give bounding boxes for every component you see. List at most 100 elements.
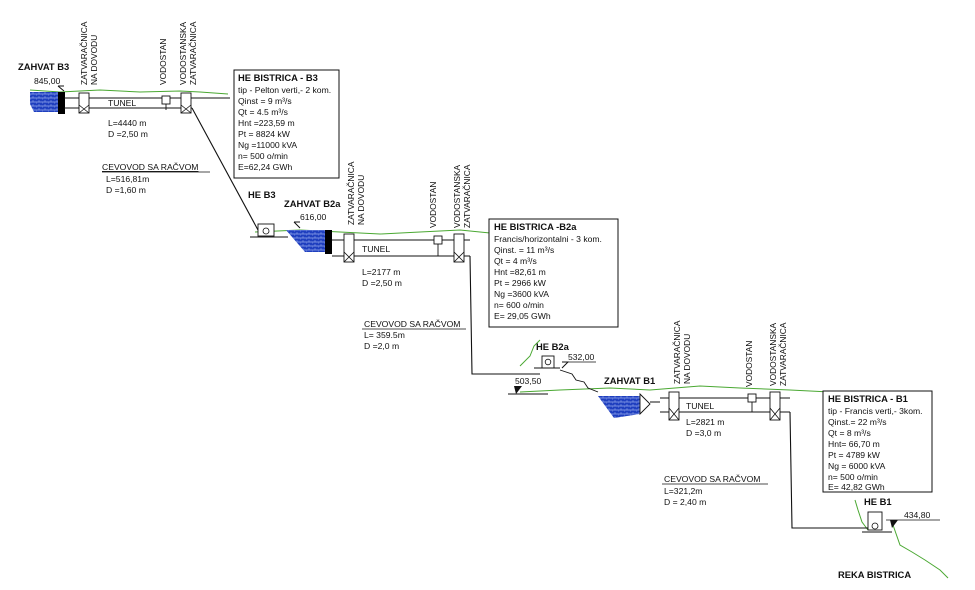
info-b2a-line: Qinst. = 11 m³/s [494, 245, 554, 255]
plant-b1-powerhouse-icon [862, 511, 892, 533]
gate-surge-b2a: VODOSTANSKA ZATVARAČNICA [452, 164, 472, 263]
surge-tank-b1: VODOSTAN [744, 341, 757, 412]
info-b1-line: Qinst.= 22 m³/s [828, 417, 887, 427]
info-b3-line: Ng =11000 kVA [238, 140, 297, 150]
gate-intake-b2a: ZATVARAČNICA NA DOVODU [343, 161, 366, 263]
gate-intake-b3-label-2: NA DOVODU [89, 35, 99, 85]
tunnel-b1-diameter: D =3,0 m [686, 428, 721, 438]
surge-tank-b2a-label: VODOSTAN [428, 182, 438, 228]
gate-surge-b3-label-1: VODOSTANSKA [178, 21, 188, 85]
plant-b3-label: HE B3 [248, 189, 276, 200]
info-b3-line: Qinst = 9 m³/s [238, 96, 292, 106]
intake-b2a-reservoir-water [286, 230, 326, 252]
plant-b1-label: HE B1 [864, 496, 892, 507]
gate-intake-b2a-label-1: ZATVARAČNICA [346, 161, 356, 225]
penstock-b3-length: L=516,81m [106, 174, 149, 184]
tunnel-b3-length: L=4440 m [108, 118, 146, 128]
gate-intake-b1-label-2: NA DOVODU [682, 334, 692, 384]
info-b1-line: Pt = 4789 kW [828, 450, 881, 460]
gate-surge-b1-label-1: VODOSTANSKA [768, 322, 778, 386]
plant-b2a-label: HE B2a [536, 341, 570, 352]
info-box-b2a: HE BISTRICA -B2a Francis/horizontalni - … [488, 218, 619, 328]
info-b3-line: Pt = 8824 kW [238, 129, 291, 139]
gate-surge-b3: VODOSTANSKA ZATVARAČNICA [178, 21, 198, 114]
info-b2a-line: Ng =3600 kVA [494, 289, 549, 299]
intake-b2a-dam-block [325, 230, 332, 254]
tunnel-b1-length: L=2821 m [686, 417, 724, 427]
penstock-b1-length: L=321,2m [664, 486, 702, 496]
info-b3-title: HE BISTRICA - B3 [238, 72, 318, 83]
penstock-b2a-diameter: D =2,0 m [364, 341, 399, 351]
tunnel-b1-label: TUNEL [686, 401, 714, 411]
gate-intake-b2a-label-2: NA DOVODU [356, 175, 366, 225]
info-b2a-line: Pt = 2966 kW [494, 278, 547, 288]
tunnel-b3-label: TUNEL [108, 98, 136, 108]
info-box-b1: HE BISTRICA - B1 tip - Francis verti,- 3… [822, 390, 933, 493]
intake-b3-elevation: 845,00 [34, 76, 61, 86]
info-b1-line: Qt = 8 m³/s [828, 428, 871, 438]
tunnel-b2a-length: L=2177 m [362, 267, 400, 277]
info-b1-line: Ng = 6000 kVA [828, 461, 886, 471]
info-b1-title: HE BISTRICA - B1 [828, 393, 908, 404]
intake-b2a-label: ZAHVAT B2a [284, 198, 341, 209]
info-b2a-line: Francis/horizontalni - 3 kom. [494, 234, 602, 244]
gate-surge-b1: VODOSTANSKA ZATVARAČNICA [768, 322, 788, 421]
gate-intake-b3-label-1: ZATVARAČNICA [79, 21, 89, 85]
intake-b3-dam-block [58, 92, 65, 114]
intake-b1-label: ZAHVAT B1 [604, 375, 655, 386]
penstock-b2a-line [469, 255, 540, 375]
section-b2a: ZAHVAT B2a 616,00 ZATVARAČNICA NA DOVODU… [284, 161, 619, 395]
penstock-b3-line [191, 107, 259, 231]
surge-tank-b3-label: VODOSTAN [158, 39, 168, 85]
gate-intake-b3: ZATVARAČNICA NA DOVODU [78, 21, 99, 114]
penstock-b2a-label: CEVOVOD SA RAČVOM [364, 319, 460, 329]
plant-b2a-elevation: 503,50 [515, 376, 542, 386]
info-b1-line: n= 500 o/min [828, 472, 878, 482]
plant-b1-elevation: 434,80 [904, 510, 931, 520]
info-b3-line: E=62,24 GWh [238, 162, 292, 172]
penstock-b3-diameter: D =1,60 m [106, 185, 146, 195]
gate-surge-b2a-label-1: VODOSTANSKA [452, 164, 462, 228]
info-b1-line: Hnt= 66,70 m [828, 439, 880, 449]
intake-b2a-elevation: 616,00 [300, 212, 327, 222]
tunnel-b2a-label: TUNEL [362, 244, 390, 254]
gate-surge-b2a-label-2: ZATVARAČNICA [462, 164, 472, 228]
penstock-b1-label: CEVOVOD SA RAČVOM [664, 474, 760, 484]
info-b3-line: Hnt =223,59 m [238, 118, 295, 128]
intake-b1-elevation: 532,00 [568, 352, 595, 362]
penstock-b3-label: CEVOVOD SA RAČVOM [102, 162, 198, 172]
info-b2a-line: n= 600 o/min [494, 300, 544, 310]
intake-b3-elevation-marker [57, 85, 65, 92]
surge-tank-b2a: VODOSTAN [428, 182, 443, 256]
gate-intake-b1: ZATVARAČNICA NA DOVODU [668, 320, 692, 421]
penstock-b2a-length: L= 359.5m [364, 330, 405, 340]
plant-b3-powerhouse-icon [250, 223, 288, 238]
intake-b1-reservoir-water [598, 396, 640, 418]
info-b1-line: tip - Francis verti,- 3kom. [828, 406, 923, 416]
gate-surge-b3-label-2: ZATVARAČNICA [188, 21, 198, 85]
surge-tank-b3: VODOSTAN [158, 39, 171, 110]
info-b2a-line: Qt = 4 m³/s [494, 256, 537, 266]
penstock-b1-diameter: D = 2,40 m [664, 497, 706, 507]
info-b2a-title: HE BISTRICA -B2a [494, 221, 577, 232]
section-b1: ZAHVAT B1 ZATVARAČNICA NA DOVODU TUNEL L… [559, 320, 940, 580]
gate-surge-b1-label-2: ZATVARAČNICA [778, 322, 788, 386]
info-b2a-line: E= 29,05 GWh [494, 311, 551, 321]
info-b1-line: E= 42,82 GWh [828, 482, 885, 492]
intake-b3-label: ZAHVAT B3 [18, 61, 69, 72]
surge-tank-b1-label: VODOSTAN [744, 341, 754, 387]
section-b3: ZAHVAT B3 845,00 ZATVARAČNICA NA DOVODU … [18, 21, 340, 238]
tunnel-b3-diameter: D =2,50 m [108, 129, 148, 139]
info-box-b3: HE BISTRICA - B3 tip - Pelton verti,- 2 … [233, 69, 340, 179]
plant-b2a-powerhouse-icon [534, 355, 560, 369]
info-b3-line: tip - Pelton verti,- 2 kom. [238, 85, 331, 95]
info-b2a-line: Hnt =82,61 m [494, 267, 546, 277]
intake-b1-weir [639, 392, 660, 416]
penstock-b1-line [789, 411, 870, 529]
tunnel-b2a-diameter: D =2,50 m [362, 278, 402, 288]
intake-b3-reservoir-water [30, 92, 58, 112]
info-b3-line: n= 500 o/min [238, 151, 288, 161]
intake-b1-cascade [559, 369, 599, 393]
gate-intake-b1-label-1: ZATVARAČNICA [672, 320, 682, 384]
